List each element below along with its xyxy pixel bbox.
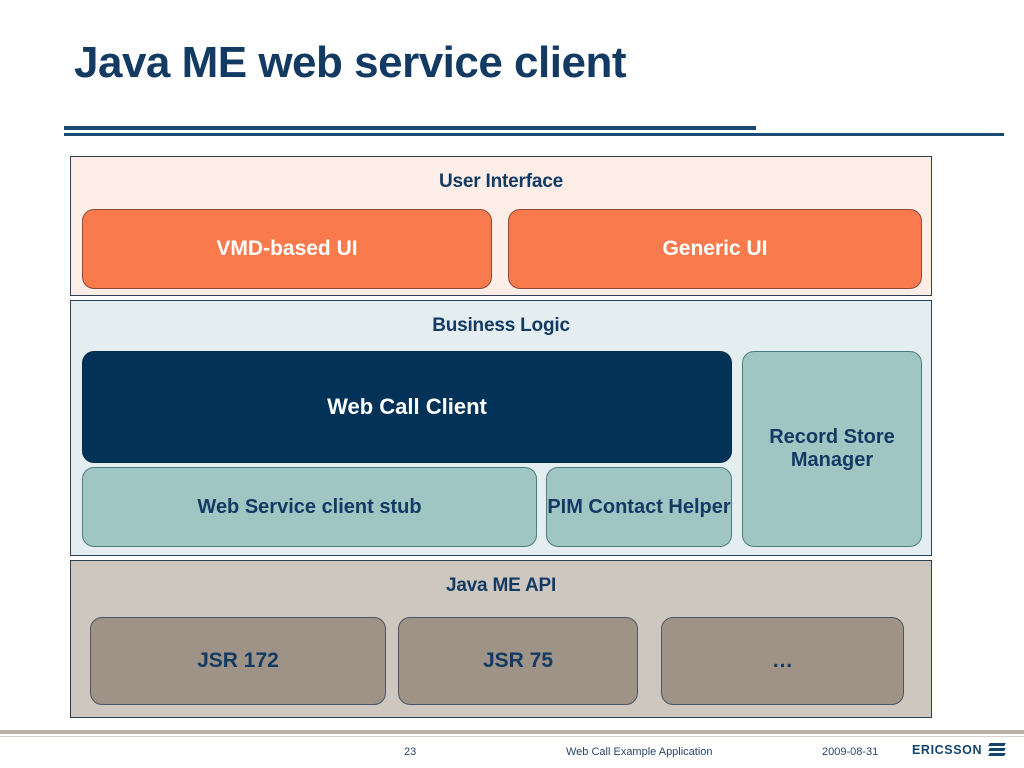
- layer-title-java-me-api: Java ME API: [445, 575, 557, 596]
- title-divider-lower-line: [64, 133, 1004, 136]
- ericsson-wordmark: ERICSSON: [912, 743, 983, 757]
- slide-footer: 23 Web Call Example Application 2009-08-…: [0, 742, 1024, 768]
- layer-title-business-logic: Business Logic: [432, 315, 570, 336]
- box-record-store-manager[interactable]: Record Store Manager: [742, 351, 922, 547]
- layer-title-user-interface: User Interface: [439, 171, 563, 192]
- footer-date: 2009-08-31: [822, 746, 879, 758]
- footer-divider-thin: [0, 736, 1024, 737]
- title-divider-upper-line: [64, 126, 756, 130]
- title-divider: [64, 126, 1004, 138]
- architecture-diagram: User Interface VMD-based UI Generic UI B…: [70, 156, 932, 718]
- ericsson-stripes-icon: [988, 742, 1006, 758]
- layer-java-me-api: Java ME API JSR 172 JSR 75 …: [70, 560, 932, 718]
- layer-user-interface: User Interface VMD-based UI Generic UI: [70, 156, 932, 296]
- box-jsr-75[interactable]: JSR 75: [398, 617, 638, 705]
- box-web-call-client[interactable]: Web Call Client: [82, 351, 732, 463]
- footer-divider: [0, 730, 1024, 734]
- ericsson-logo: ERICSSON: [912, 742, 1006, 758]
- box-web-service-client-stub[interactable]: Web Service client stub: [82, 467, 537, 547]
- footer-page-number: 23: [404, 746, 417, 758]
- box-vmd-based-ui[interactable]: VMD-based UI: [82, 209, 492, 289]
- footer-subject: Web Call Example Application: [566, 746, 713, 758]
- box-pim-contact-helper[interactable]: PIM Contact Helper: [546, 467, 732, 547]
- page-title: Java ME web service client: [74, 38, 626, 87]
- box-generic-ui[interactable]: Generic UI: [508, 209, 922, 289]
- box-ellipsis[interactable]: …: [661, 617, 904, 705]
- box-jsr-172[interactable]: JSR 172: [90, 617, 386, 705]
- layer-business-logic: Business Logic Web Call Client Web Servi…: [70, 300, 932, 556]
